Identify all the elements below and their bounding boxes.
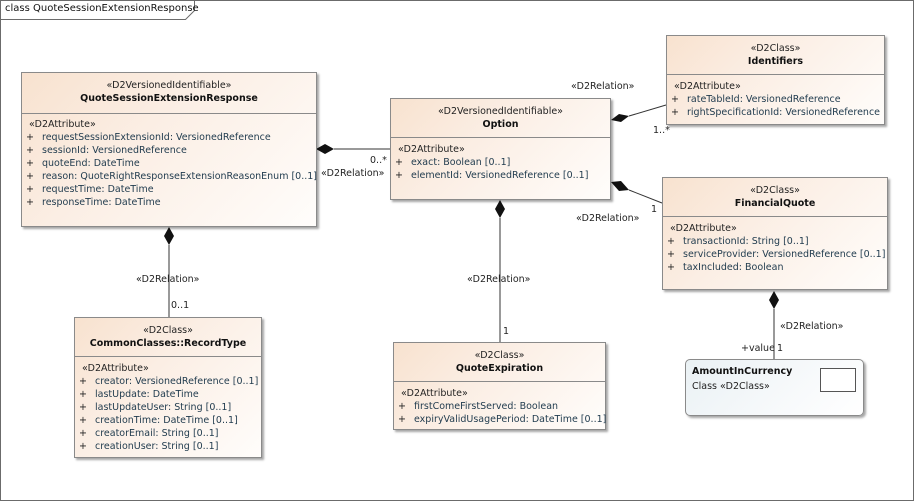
class-record-type[interactable]: «D2Class» CommonClasses::RecordType «D2A… — [74, 317, 262, 458]
attribute-list: «D2Attribute» +transactionId: String [0.… — [663, 222, 887, 274]
attribute-row: +rightSpecificationId: VersionedReferenc… — [671, 107, 881, 118]
attribute-row: +creationUser: String [0..1] — [79, 441, 219, 452]
multiplicity-financial-amount: 1 — [777, 343, 784, 354]
attribute-row: +serviceProvider: VersionedReference [0.… — [667, 249, 886, 260]
attribute-row: +exact: Boolean [0..1] — [395, 157, 511, 168]
attribute-row: +transactionId: String [0..1] — [667, 236, 809, 247]
attribute-stereotype: «D2Attribute» — [674, 81, 741, 92]
relation-label-financial-amount: «D2Relation» — [780, 321, 844, 332]
attribute-stereotype: «D2Attribute» — [670, 223, 737, 234]
role-label-financial-amount: +value — [741, 343, 775, 354]
attribute-list: «D2Attribute» +requestSessionExtensionId… — [22, 118, 318, 209]
attribute-stereotype: «D2Attribute» — [29, 119, 96, 130]
multiplicity-option-expiration: 1 — [503, 326, 510, 337]
frame-tab-outline — [0, 0, 195, 20]
attribute-row: +firstComeFirstServed: Boolean — [398, 401, 559, 412]
attribute-list: «D2Attribute» +creator: VersionedReferen… — [75, 362, 261, 453]
attribute-list: «D2Attribute» +firstComeFirstServed: Boo… — [394, 387, 607, 426]
attribute-row: +lastUpdateUser: String [0..1] — [79, 402, 232, 413]
attribute-stereotype: «D2Attribute» — [82, 363, 149, 374]
multiplicity-option-identifiers: 1..* — [653, 125, 670, 136]
attribute-row: +creatorEmail: String [0..1] — [79, 428, 219, 439]
relation-label-option-expiration: «D2Relation» — [467, 274, 531, 285]
frame-tab: class QuoteSessionExtensionResponse — [0, 0, 199, 20]
class-separator — [394, 381, 605, 382]
composition-diamond-option-identifiers — [611, 114, 629, 122]
class-separator — [667, 74, 884, 75]
class-stereotype: «D2Class» — [474, 350, 525, 361]
class-financial-quote[interactable]: «D2Class» FinancialQuote «D2Attribute» +… — [662, 177, 888, 290]
multiplicity-qser-recordtype: 0..1 — [171, 300, 190, 311]
class-amount-in-currency[interactable]: AmountInCurrency Class «D2Class» — [685, 359, 864, 416]
class-stereotype: «D2Class» — [750, 43, 801, 54]
class-name: FinancialQuote — [734, 198, 816, 209]
relation-label-option-financial: «D2Relation» — [576, 213, 640, 224]
attribute-row: +rateTableId: VersionedReference — [671, 94, 841, 105]
attribute-list: «D2Attribute» +rateTableId: VersionedRef… — [667, 80, 884, 119]
composition-diamond-qser — [316, 144, 334, 154]
attribute-row: +quoteEnd: DateTime — [26, 158, 140, 169]
class-stereotype: «D2VersionedIdentifiable» — [437, 106, 563, 117]
class-option[interactable]: «D2VersionedIdentifiable» Option «D2Attr… — [390, 98, 611, 200]
class-name: Option — [482, 119, 519, 130]
attribute-row: +taxIncluded: Boolean — [667, 262, 784, 273]
attribute-row: +elementId: VersionedReference [0..1] — [395, 170, 589, 181]
attribute-list: «D2Attribute» +exact: Boolean [0..1] +el… — [391, 143, 610, 182]
composition-diamond-qser-recordtype — [164, 227, 174, 245]
attribute-row: +requestSessionExtensionId: VersionedRef… — [26, 132, 271, 143]
class-quote-session-extension-response[interactable]: «D2VersionedIdentifiable» QuoteSessionEx… — [21, 72, 317, 227]
connector-option-financial[interactable] — [628, 189, 663, 204]
class-name: QuoteSessionExtensionResponse — [80, 93, 258, 104]
class-stereotype: «D2Class» — [143, 325, 193, 336]
attribute-row: +sessionId: VersionedReference — [26, 145, 187, 156]
attribute-row: +responseTime: DateTime — [26, 197, 161, 208]
attribute-row: +reason: QuoteRightResponseExtensionReas… — [26, 171, 318, 182]
class-separator — [75, 356, 261, 357]
class-icon-box — [820, 368, 856, 392]
class-separator — [391, 137, 610, 138]
composition-diamond-option-expiration — [495, 200, 505, 218]
attribute-row: +creator: VersionedReference [0..1] — [79, 376, 259, 387]
attribute-stereotype: «D2Attribute» — [398, 144, 465, 155]
class-separator — [663, 216, 887, 217]
class-identifiers[interactable]: «D2Class» Identifiers «D2Attribute» +rat… — [666, 35, 885, 125]
multiplicity-qser-option: 0..* — [370, 155, 387, 166]
class-quote-expiration[interactable]: «D2Class» QuoteExpiration «D2Attribute» … — [393, 342, 606, 430]
class-stereotype: «D2VersionedIdentifiable» — [106, 80, 232, 91]
relation-label-option-identifiers: «D2Relation» — [571, 81, 635, 92]
relation-label-qser-option: «D2Relation» — [321, 168, 385, 179]
multiplicity-option-financial: 1 — [651, 204, 658, 215]
composition-diamond-option-financial — [611, 181, 629, 191]
attribute-row: +creationTime: DateTime [0..1] — [79, 415, 238, 426]
frame-title: class QuoteSessionExtensionResponse — [5, 3, 199, 14]
relation-label-qser-recordtype: «D2Relation» — [136, 274, 200, 285]
composition-diamond-financial-amount — [769, 291, 779, 309]
class-subtitle: Class «D2Class» — [692, 381, 770, 392]
attribute-row: +requestTime: DateTime — [26, 184, 154, 195]
class-name: CommonClasses::RecordType — [89, 338, 247, 349]
class-name: AmountInCurrency — [692, 366, 793, 377]
class-name: Identifiers — [747, 56, 804, 67]
attribute-stereotype: «D2Attribute» — [401, 388, 468, 399]
class-stereotype: «D2Class» — [750, 185, 800, 196]
class-name: QuoteExpiration — [455, 363, 544, 374]
attribute-row: +expiryValidUsagePeriod: DateTime [0..1] — [398, 414, 607, 425]
connector-option-identifiers[interactable] — [628, 104, 667, 117]
class-separator — [22, 113, 316, 114]
attribute-row: +lastUpdate: DateTime — [79, 389, 199, 400]
